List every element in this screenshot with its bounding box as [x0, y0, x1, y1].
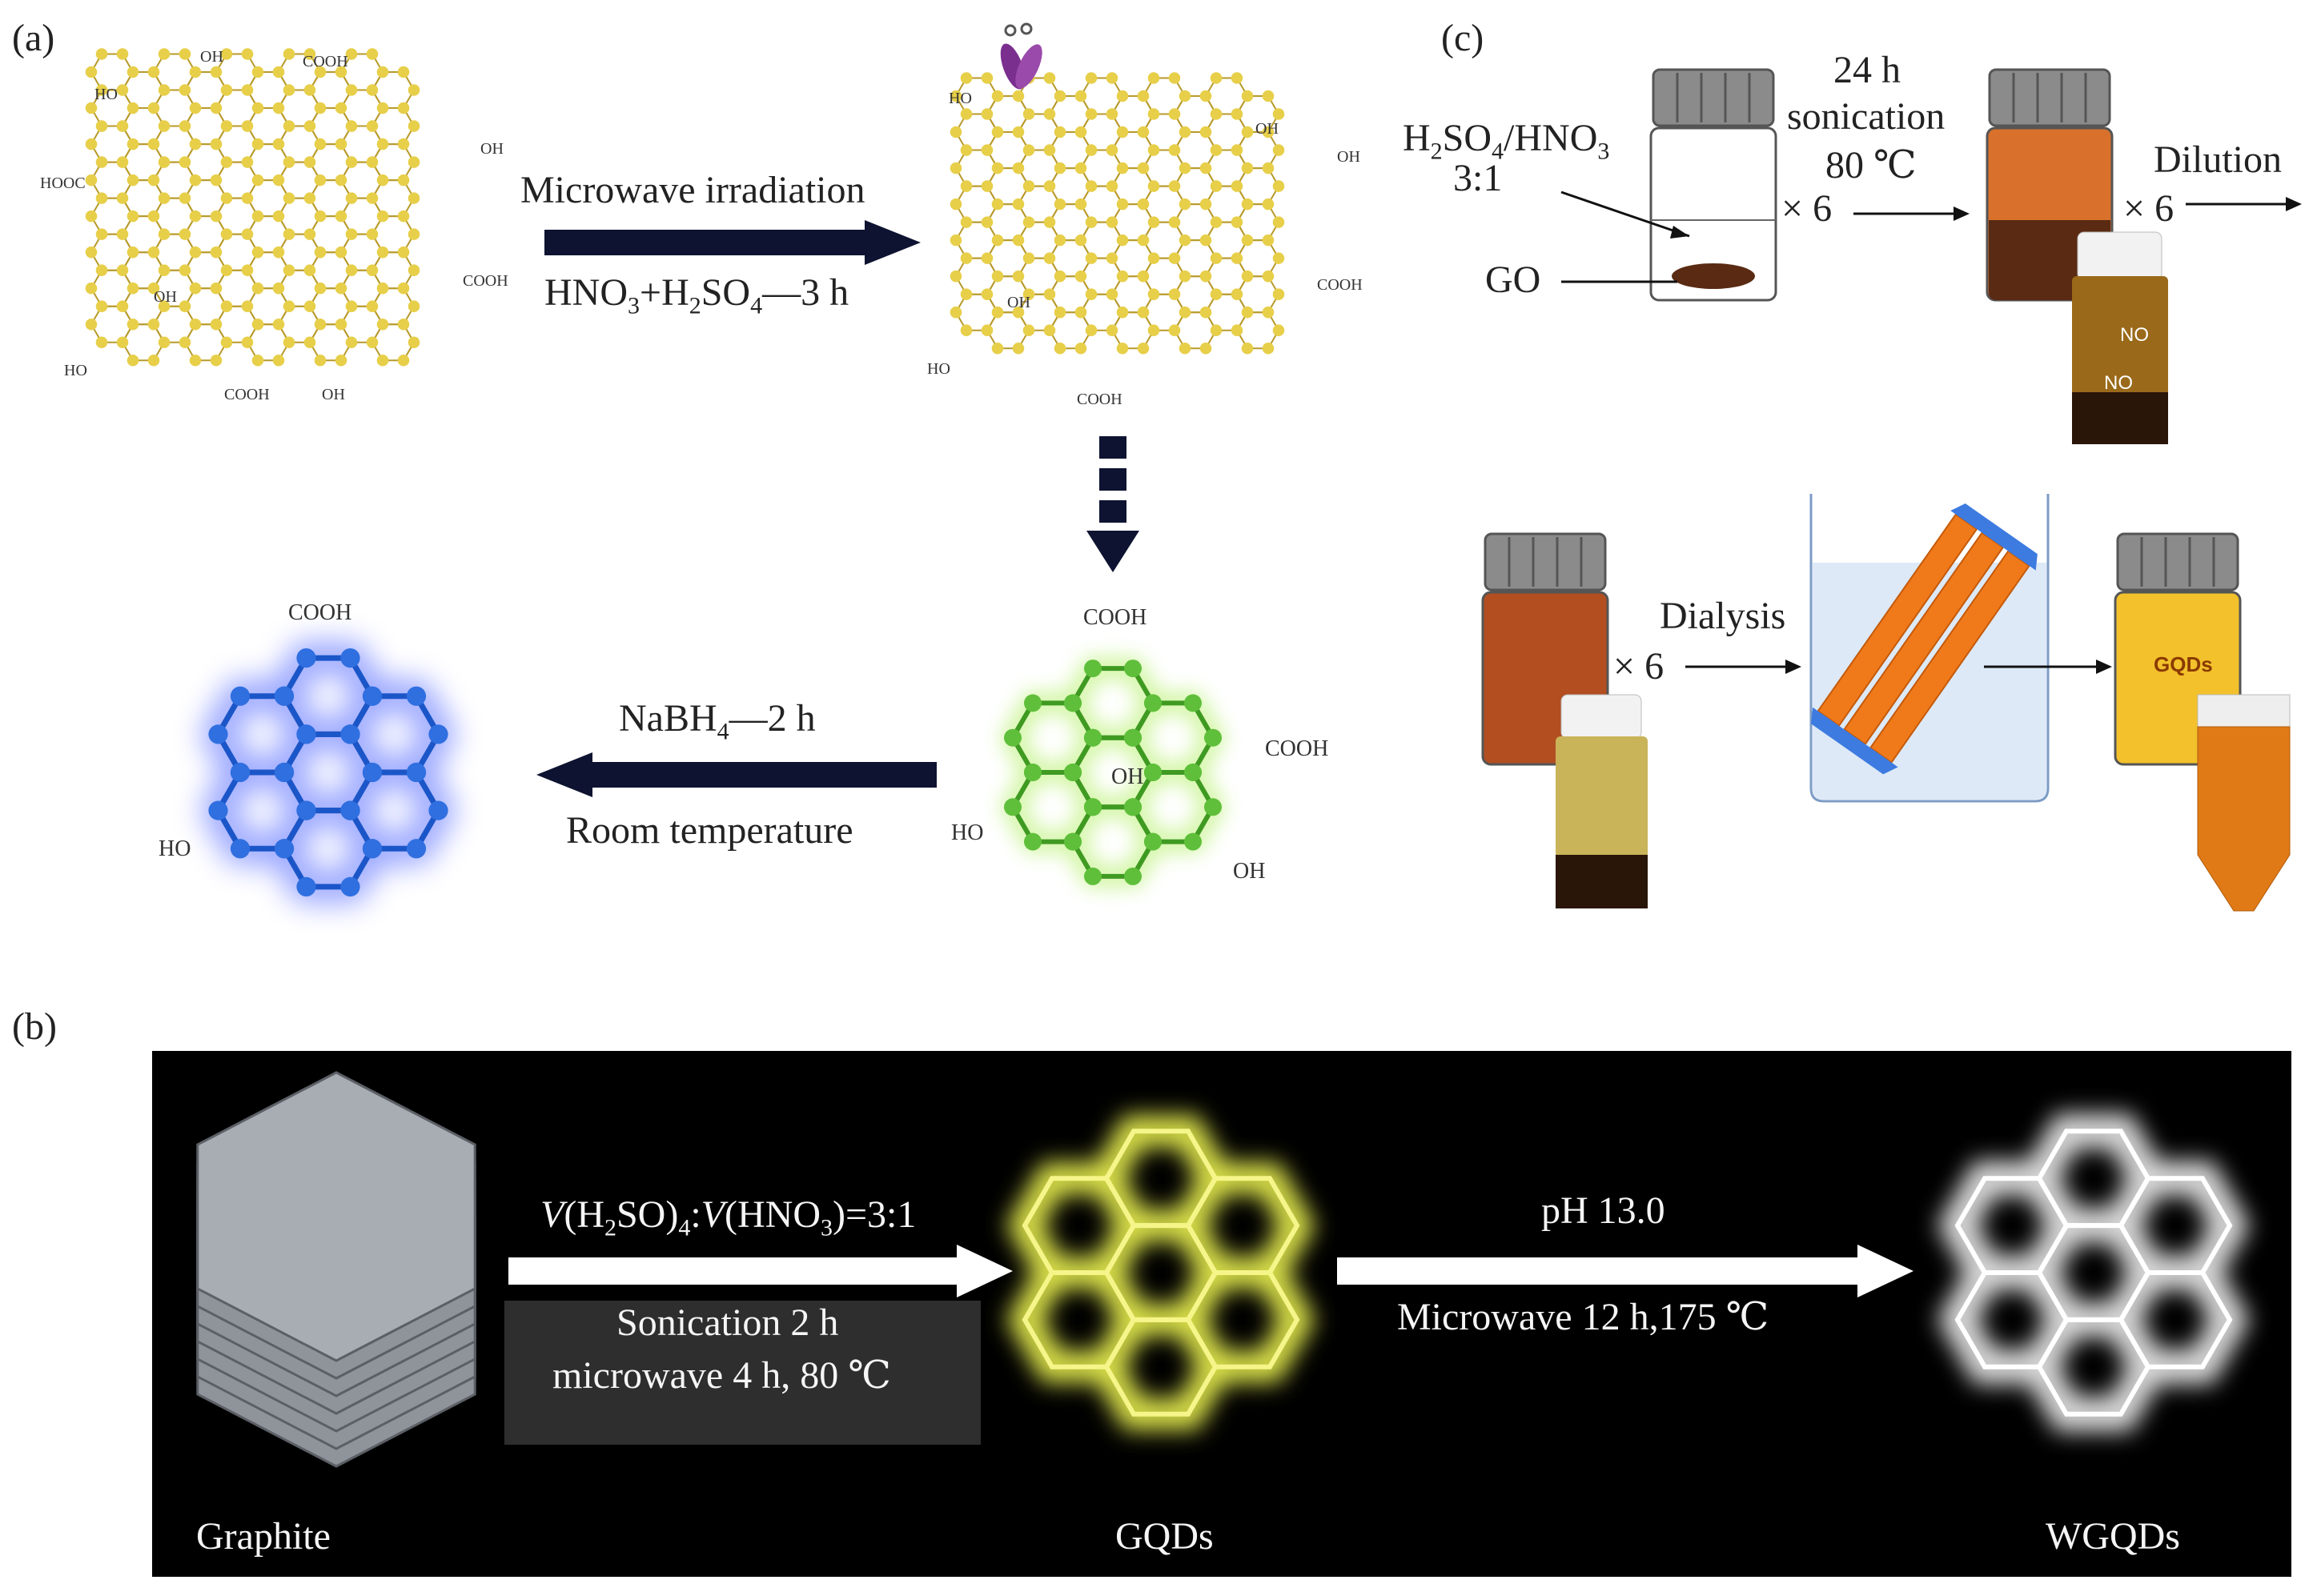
green-lattice	[1004, 660, 1222, 885]
step1-top-label: Microwave irradiation	[520, 169, 865, 211]
times6-label-3: × 6	[1613, 645, 1664, 688]
cond1-line1: Sonication 2 h	[616, 1301, 839, 1344]
graphite-stack	[196, 1071, 476, 1468]
arrow-down-dashed	[1086, 436, 1139, 572]
go-label: GO	[1485, 259, 1541, 301]
group-label: COOH	[1077, 391, 1122, 408]
group-label: OH	[1337, 148, 1360, 166]
dilution-label: Dilution	[2154, 138, 2283, 181]
cond2-bottom: Microwave 12 h,175 ℃	[1397, 1296, 1769, 1338]
group-label: OH	[1111, 764, 1144, 789]
group-label: COOH	[1265, 736, 1329, 761]
acid-ratio: 3:1	[1453, 157, 1503, 199]
go-sheet-right	[950, 72, 1285, 355]
group-label: COOH	[224, 386, 270, 403]
arrow-microwave	[544, 220, 921, 265]
arrow-b2	[1337, 1245, 1913, 1297]
blue-lattice	[208, 648, 448, 896]
go-sheet-left	[85, 48, 420, 367]
temp-label: 80 ℃	[1825, 144, 1917, 186]
step1-bottom-label: HNO3+H2SO4—3 h	[544, 271, 849, 319]
ratio-label: V(H2SO)4:V(HNO3)=3:1	[540, 1193, 917, 1241]
dialysis-label: Dialysis	[1660, 595, 1786, 637]
arrow-c4	[1984, 660, 2112, 674]
yellow-lattice	[950, 72, 1285, 355]
group-label: COOH	[1317, 276, 1363, 294]
panel-a-label: (a)	[12, 17, 55, 59]
acid-label: H2SO4/HNO3	[1403, 117, 1610, 165]
group-label: HO	[951, 820, 984, 845]
green-gqd	[998, 656, 1227, 888]
step2-top-label: NaBH4—2 h	[619, 697, 816, 745]
arrow-b1	[508, 1245, 1013, 1297]
group-label: OH	[154, 288, 177, 306]
group-label: HO	[949, 90, 972, 107]
gqds-label: GQDs	[1115, 1515, 1214, 1558]
panel-c-label: (c)	[1441, 17, 1484, 59]
time-label: 24 h	[1833, 49, 1901, 91]
arrow-c1	[1853, 207, 1970, 221]
group-label: HO	[927, 360, 950, 378]
bottle-gqds-label: GQDs	[2154, 652, 2213, 676]
graphite-label: Graphite	[196, 1515, 331, 1558]
group-label: HO	[94, 86, 118, 103]
group-label: COOH	[1083, 605, 1147, 630]
gqds-yellow	[1006, 1115, 1316, 1430]
cond1-line2: microwave 4 h, 80 ℃	[552, 1354, 891, 1397]
vial-photo-2	[1556, 694, 1648, 908]
step2-bottom-label: Room temperature	[566, 809, 853, 852]
group-label: HO	[159, 836, 191, 861]
group-label: HO	[64, 362, 87, 379]
vial-text-2: NO	[2104, 372, 2133, 394]
group-label: OH	[200, 48, 223, 66]
vial-photo-1	[2072, 231, 2168, 444]
cond1-box	[504, 1301, 981, 1445]
group-label: HOOC	[40, 174, 86, 192]
arrow-nabh4	[536, 752, 937, 797]
panel-b-label: (b)	[12, 1005, 57, 1048]
vial-text-1: NO	[2120, 324, 2149, 346]
group-label: COOH	[463, 272, 508, 290]
dialysis-beaker	[1809, 494, 2050, 803]
cond2-top: pH 13.0	[1541, 1189, 1665, 1232]
arrow-c3	[1685, 660, 1801, 674]
group-label: OH	[322, 386, 345, 403]
times6-label-2: × 6	[2123, 187, 2174, 230]
bottle-go	[1649, 68, 1777, 302]
scissors-icon	[1000, 22, 1042, 90]
sonication-label: sonication	[1787, 95, 1946, 138]
group-label: OH	[480, 140, 504, 158]
group-label: OH	[1007, 294, 1030, 311]
wgqds-label: WGQDs	[2046, 1515, 2180, 1558]
tube-photo	[2197, 694, 2291, 912]
group-label: COOH	[288, 600, 352, 625]
group-label: COOH	[303, 53, 348, 70]
pointer-lines	[1560, 190, 1690, 283]
times6-label: × 6	[1781, 187, 1833, 230]
wgqds-white	[1937, 1113, 2251, 1432]
blue-gqd	[199, 642, 457, 903]
group-label: OH	[1255, 120, 1279, 138]
yellow-lattice	[85, 48, 420, 367]
arrow-c2	[2186, 197, 2302, 211]
group-label: OH	[1233, 859, 1266, 884]
